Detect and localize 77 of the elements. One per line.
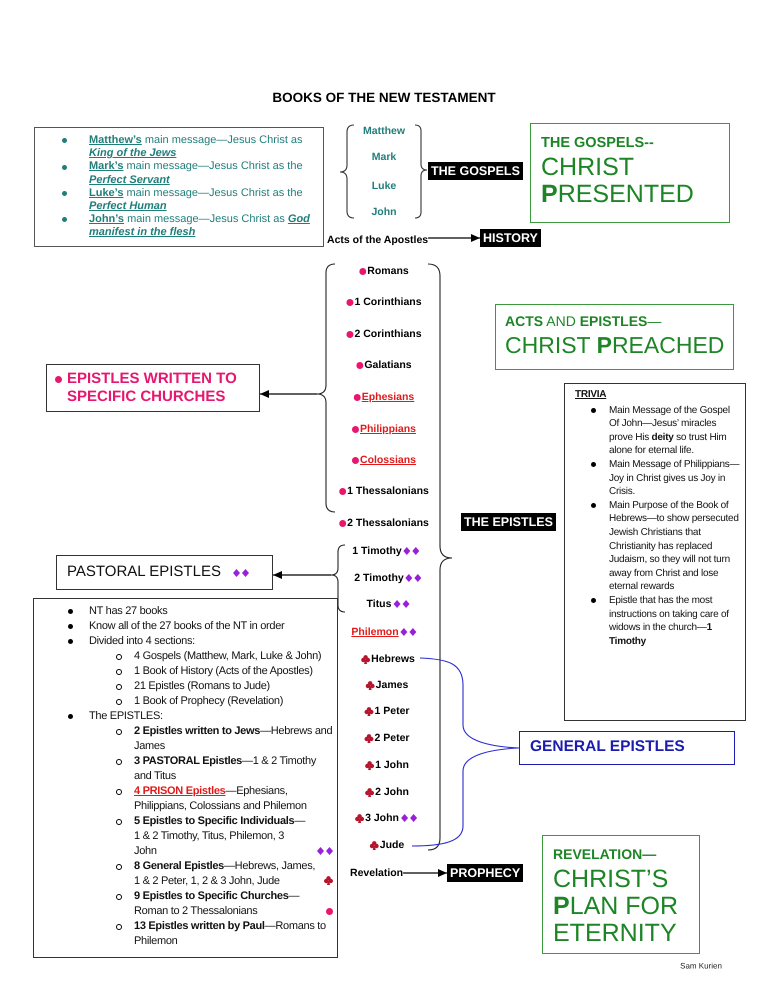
book-name: Luke <box>372 180 396 192</box>
page-title: BOOKS OF THE NEW TESTAMENT <box>271 90 497 105</box>
box-label: PASTORAL EPISTLES <box>67 563 221 581</box>
list-item-text: 4 Gospels (Matthew, Mark, Luke & John) <box>134 649 322 664</box>
list-item-text: Main Purpose of the Book of Hebrews—to show persecuted Jewish Christians that Christianity has replaced Judaism, so they will not turn away from Christ and lose eternal rewards <box>609 498 740 594</box>
book-name: Titus <box>366 598 392 610</box>
book-name: 1 Thessalonians <box>347 485 429 497</box>
box-heading: THE GOSPELS-- <box>541 134 655 152</box>
book-name: 1 Corinthians <box>354 296 422 308</box>
list-item-text: NT has 27 books <box>89 604 168 619</box>
list-item-text: 8 General Epistles—Hebrews, James, 1 & 2 Peter, 1, 2 & 3 John, Jude <box>134 859 316 889</box>
book-name: Mark <box>372 151 396 163</box>
book-name: 1 Peter <box>374 705 410 717</box>
book-name: Hebrews <box>371 653 415 665</box>
book-name: 2 Peter <box>374 732 410 744</box>
summary-box <box>530 123 730 223</box>
summary-box <box>542 835 700 954</box>
list-item-text: 13 Epistles written by Paul—Romans to Philemon <box>134 919 327 949</box>
book-name: Jude <box>380 839 404 851</box>
book-name: Romans <box>367 265 409 277</box>
box-heading: REVELATION— <box>553 846 658 864</box>
arrow <box>403 869 447 877</box>
book-name: Ephesians <box>362 391 414 403</box>
book-name: Matthew <box>363 125 405 137</box>
book-name: Revelation <box>350 866 404 880</box>
arrow <box>428 234 480 242</box>
box-label: EPISTLES WRITTEN TO SPECIFIC CHURCHES <box>67 370 238 406</box>
list-item-text: John’s main message—Jesus Christ as God manifest in the flesh <box>89 213 311 240</box>
box-heading: ACTS AND EPISTLES— <box>505 313 662 330</box>
box-title: CHRIST’S PLAN FOR ETERNITY <box>553 866 680 946</box>
arrow <box>260 390 317 398</box>
notes-box <box>33 598 338 958</box>
list-item-text: 2 Epistles written to Jews—Hebrews and James <box>134 724 333 754</box>
book-name: Philemon <box>351 626 399 638</box>
section-tag: THE EPISTLES <box>461 513 556 531</box>
book-name: 2 Timothy <box>354 572 404 584</box>
callout-box <box>519 731 735 765</box>
list-item-text: 5 Epistles to Specific Individuals—1 & 2 Timothy, Titus, Philemon, 3 John <box>134 814 306 859</box>
list-item-text: Know all of the 27 books of the NT in order <box>89 619 284 634</box>
summary-box <box>495 304 734 370</box>
box-title: CHRIST PREACHED <box>505 332 725 358</box>
list-item-text: Main Message of Philippians—Joy in Christ gives us Joy in Crisis. <box>609 458 740 499</box>
book-name: John <box>371 206 397 218</box>
summary-box <box>34 127 324 247</box>
list-item-text: 3 PASTORAL Epistles—1 & 2 Timothy and Titus <box>134 754 318 784</box>
list-item-text: Epistle that has the most instructions on taking care of widows in the church—1 Timothy <box>609 594 730 648</box>
book-name: 1 John <box>375 759 409 771</box>
list-item-text: 4 PRISON Epistles—Ephesians, Philippians, Colossians and Philemon <box>134 784 308 814</box>
book-name: Acts of the Apostles <box>327 233 428 247</box>
book-name: 3 John <box>365 812 399 824</box>
trivia-box <box>564 383 746 721</box>
curly-brace <box>316 263 336 513</box>
section-tag: THE GOSPELS <box>428 162 523 180</box>
box-label: GENERAL EPISTLES <box>530 738 685 756</box>
book-name: Philippians <box>360 423 416 435</box>
list-item-text: 1 Book of History (Acts of the Apostles) <box>134 664 313 679</box>
book-name: Galatians <box>364 359 412 371</box>
arrow <box>273 571 331 579</box>
callout-box <box>46 364 260 412</box>
list-item-text: The EPISTLES: <box>89 709 163 724</box>
list-item-text: Main Message of the Gospel Of John—Jesus’ miracles prove His deity so trust Him alone for eternal life. <box>609 404 731 458</box>
curly-brace <box>330 544 346 613</box>
list-item-text: 1 Book of Prophecy (Revelation) <box>134 694 284 709</box>
book-name: 2 Corinthians <box>354 328 422 340</box>
list-item-text: Divided into 4 sections: <box>89 634 195 649</box>
list-item-text: 21 Epistles (Romans to Jude) <box>134 679 270 694</box>
box-title: CHRIST PRESENTED <box>541 154 695 208</box>
book-name: James <box>376 679 408 691</box>
section-tag: PROPHECY <box>447 864 524 882</box>
callout-box <box>56 555 273 590</box>
author-name: Sam Kurien <box>680 962 722 970</box>
book-name: 2 Thessalonians <box>347 517 429 529</box>
book-name: Colossians <box>360 454 416 466</box>
section-tag: HISTORY <box>480 229 541 247</box>
box-heading: TRIVIA <box>575 389 606 400</box>
book-name: 2 John <box>375 786 409 798</box>
list-item-text: 9 Epistles to Specific Churches—Roman to 2 Thessalonians <box>134 889 300 919</box>
